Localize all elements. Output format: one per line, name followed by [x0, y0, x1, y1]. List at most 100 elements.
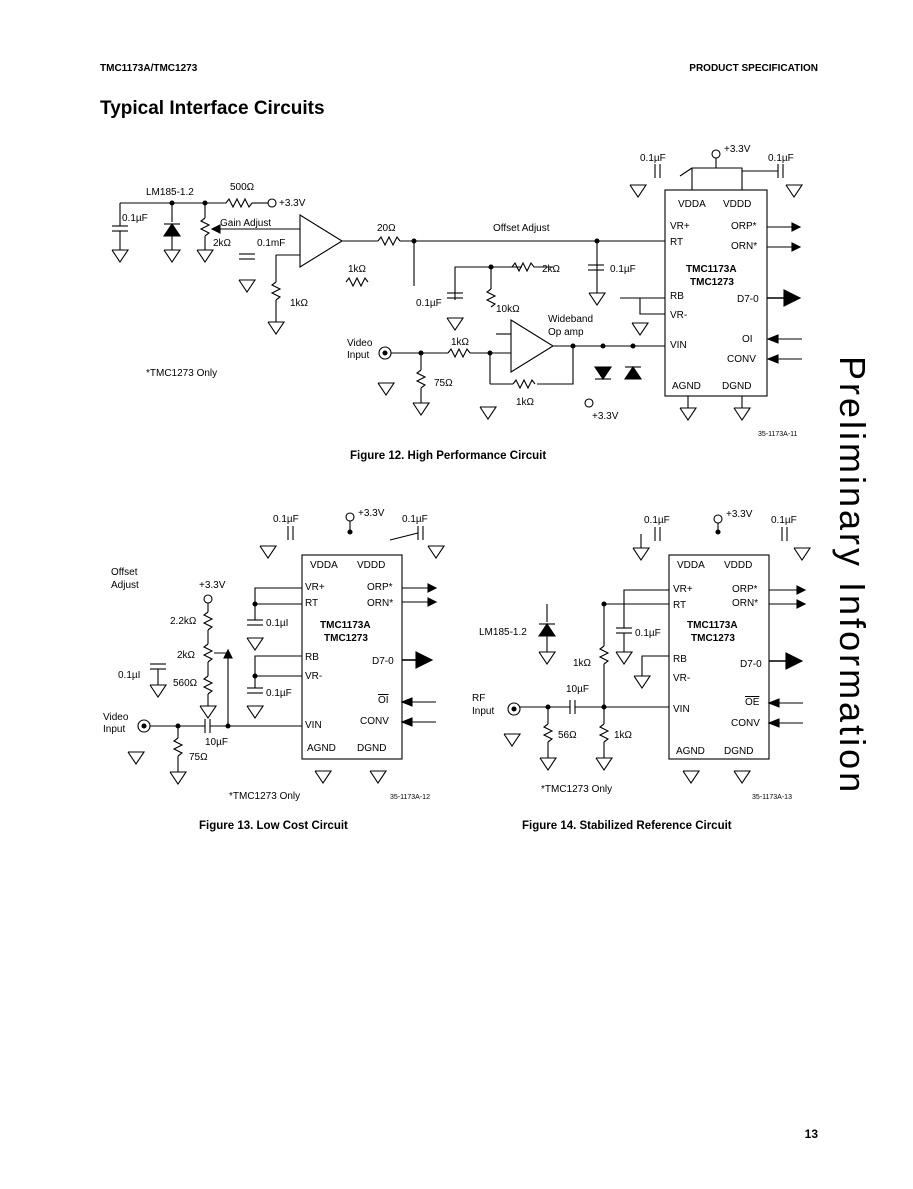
- pin-data: D7-0: [372, 656, 394, 667]
- ground-icon: [631, 322, 650, 336]
- footnote: *TMC1273 Only: [229, 791, 300, 802]
- pin-vrm: VR-: [670, 310, 687, 321]
- section-title: Typical Interface Circuits: [100, 98, 325, 119]
- ground-icon: [503, 733, 522, 747]
- resistor-75: [172, 737, 184, 757]
- arrow-right-icon: [796, 599, 807, 609]
- pin-vrp: VR+: [670, 221, 690, 232]
- r1k-label: 1kΩ: [290, 298, 309, 309]
- chip-body: [664, 189, 768, 397]
- ground-icon: [479, 406, 498, 420]
- cap-label: 10µF: [566, 684, 589, 695]
- header-part-number: TMC1173A/TMC1273: [100, 63, 198, 74]
- cap-label: 0.1µF: [635, 628, 661, 639]
- ground-icon: [632, 547, 651, 561]
- pin-vddd: VDDD: [724, 560, 752, 571]
- r1k-label: 1kΩ: [614, 730, 633, 741]
- chip-body: [668, 554, 770, 760]
- footnote: *TMC1273 Only: [146, 368, 217, 379]
- supply-label: +3.3V: [358, 508, 385, 519]
- arrow-left-icon: [766, 354, 779, 364]
- offset-label: Offset: [111, 567, 138, 578]
- supply-label: +3.3V: [279, 198, 306, 209]
- pin-oe: OE: [745, 697, 760, 708]
- r75-label: 75Ω: [189, 752, 208, 763]
- ground-icon: [793, 547, 812, 561]
- r2k-label: 2kΩ: [542, 264, 561, 275]
- supply-node: [584, 398, 594, 408]
- resistor-1k: [598, 645, 610, 665]
- ground-icon: [267, 321, 286, 335]
- ground-icon: [111, 249, 130, 263]
- figure-code: 35-1173A-12: [390, 794, 430, 801]
- resistor-1k: [270, 281, 282, 301]
- cap-label: 0.1µF: [266, 688, 292, 699]
- ground-icon: [785, 184, 804, 198]
- pin-rt: RT: [305, 598, 318, 609]
- resistor-75: [415, 369, 427, 389]
- lm185-label: LM185-1.2: [146, 187, 194, 198]
- supply-node: [713, 514, 723, 524]
- input-label: Input: [347, 350, 369, 361]
- pin-conv: CONV: [731, 718, 760, 729]
- ground-icon: [149, 684, 168, 698]
- r2k-label: 2kΩ: [213, 238, 232, 249]
- pin-vrp: VR+: [305, 582, 325, 593]
- pin-data: D7-0: [740, 659, 762, 670]
- input-label: Input: [103, 724, 125, 735]
- ground-icon: [682, 770, 701, 784]
- resistor-2.2k: [202, 611, 214, 631]
- ground-icon: [733, 770, 752, 784]
- opamp-triangle: [299, 214, 344, 268]
- pin-oi: OI: [742, 334, 753, 345]
- pin-vddd: VDDD: [357, 560, 385, 571]
- gain-adjust-label: Gain Adjust: [220, 218, 271, 229]
- pin-rt: RT: [670, 237, 683, 248]
- bnc-connector-icon: [507, 702, 521, 716]
- pin-oi: OI: [378, 695, 389, 706]
- pin-rb: RB: [673, 654, 687, 665]
- chip-name-1: TMC1173A: [686, 264, 737, 275]
- diode-icon: [623, 366, 643, 380]
- arrow-right-icon: [791, 242, 802, 252]
- pin-orp: ORP*: [732, 584, 758, 595]
- potentiometer-2k: [202, 643, 214, 663]
- ground-icon: [427, 545, 446, 559]
- r20-label: 20Ω: [377, 223, 396, 234]
- offset-adjust-label: Offset Adjust: [493, 223, 550, 234]
- resistor-1k-b: [598, 723, 610, 743]
- page-number: 13: [804, 1127, 818, 1141]
- chip-name-2: TMC1273: [324, 633, 368, 644]
- r1k-label: 1kΩ: [573, 658, 592, 669]
- resistor-500: [225, 197, 253, 209]
- wideband-opamp: [510, 319, 555, 373]
- pin-agnd: AGND: [307, 743, 336, 754]
- pin-agnd: AGND: [672, 381, 701, 392]
- resistor-560: [202, 675, 214, 695]
- pin-orp: ORP*: [731, 221, 757, 232]
- r500-label: 500Ω: [230, 182, 255, 193]
- supply-node: [267, 198, 277, 208]
- arrow-right-icon: [796, 585, 807, 595]
- pin-conv: CONV: [360, 716, 389, 727]
- figure-12-caption: Figure 12. High Performance Circuit: [350, 450, 547, 462]
- ground-icon: [196, 249, 215, 263]
- ground-icon: [163, 249, 182, 263]
- ground-icon: [246, 705, 265, 719]
- pin-rb: RB: [670, 291, 684, 302]
- cap-label: 0.1µI: [118, 670, 140, 681]
- arrow-left-icon: [767, 698, 780, 708]
- cap-label: 0.1µF: [610, 264, 636, 275]
- figure-13-schematic: TMC1173A TMC1273 VDDA VDDD VR+ RT RB VR-…: [103, 508, 446, 802]
- chip-name-1: TMC1173A: [687, 620, 738, 631]
- figure-code: 35-1173A-11: [758, 431, 798, 438]
- preliminary-watermark: Preliminary Information: [832, 356, 873, 795]
- pin-rb: RB: [305, 652, 319, 663]
- ground-icon: [615, 651, 634, 665]
- ground-icon: [127, 751, 146, 765]
- chip-body: [301, 554, 403, 760]
- footnote: *TMC1273 Only: [541, 784, 612, 795]
- r560-label: 560Ω: [173, 678, 198, 689]
- bus-arrow-icon: [785, 652, 804, 670]
- cap-label: 0.1µF: [402, 514, 428, 525]
